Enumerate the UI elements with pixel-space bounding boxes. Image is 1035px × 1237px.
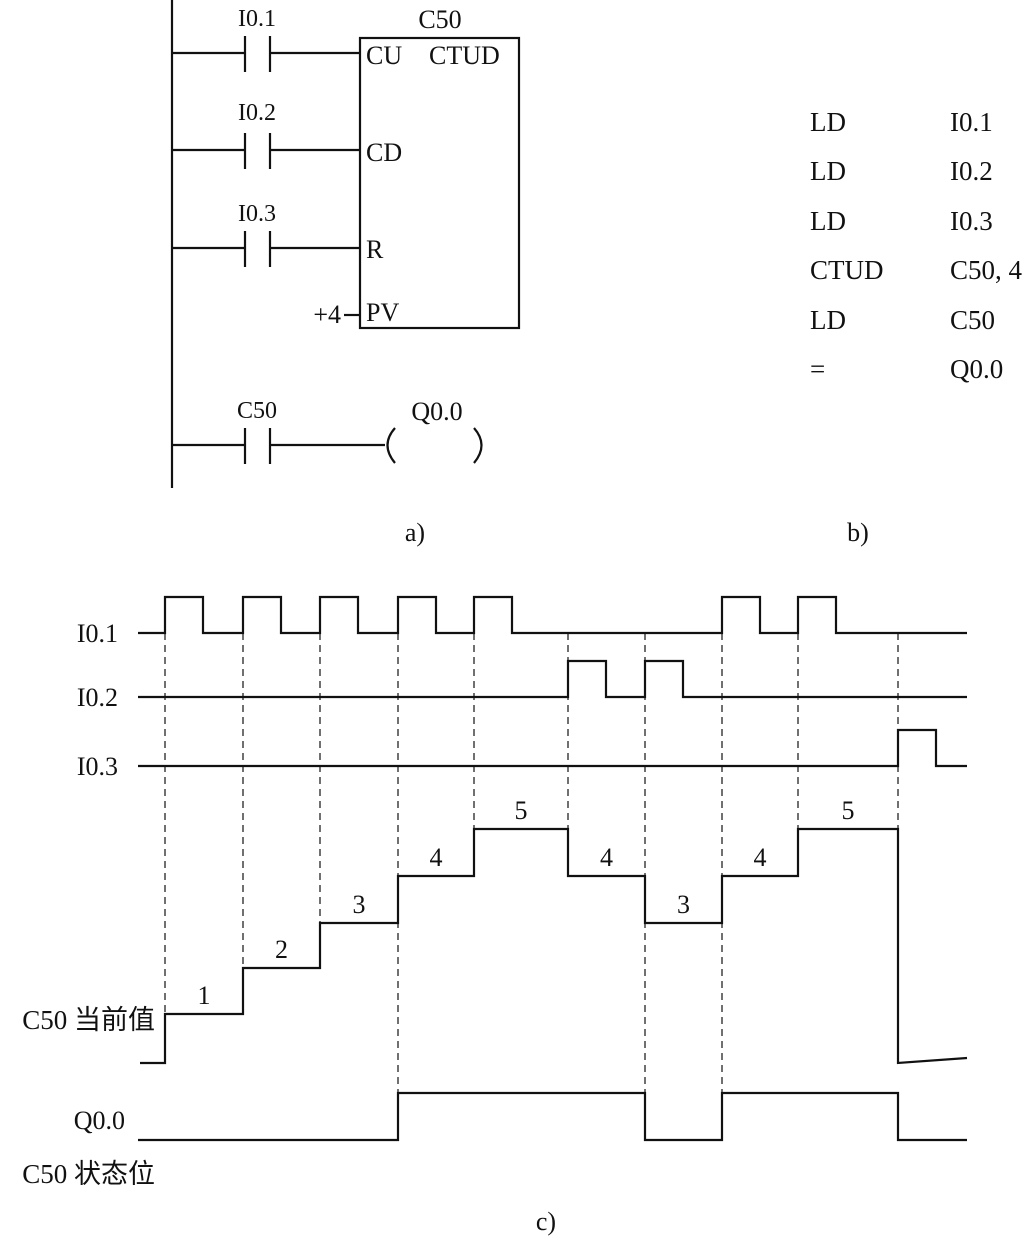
stl-arg: C50 [950, 305, 995, 335]
timing-diagram: I0.1 I0.2 I0.3 C50 当前值 1 2 3 4 5 4 3 4 5 Q0.0 C5… [22, 595, 968, 1236]
timing-guide-lines [164, 633, 899, 1140]
waveform-i0-3 [138, 728, 967, 768]
counter-value-number: 4 [600, 843, 613, 872]
preset-value: +4 [313, 300, 341, 329]
waveform-i0-1 [138, 595, 967, 635]
caption-b: b) [847, 518, 869, 547]
counter-type: CTUD [429, 41, 500, 70]
caption-a: a) [405, 518, 425, 547]
stl-op: LD [810, 107, 846, 137]
caption-c: c) [536, 1207, 556, 1236]
ladder-diagram: I0.1 I0.2 I0.3 C50 CU CTUD CD R PV [170, 0, 521, 547]
stl-arg: I0.2 [950, 156, 993, 186]
stl-arg: I0.3 [950, 206, 993, 236]
counter-value-number: 5 [515, 796, 528, 825]
contact-label: I0.2 [238, 100, 276, 126]
contact-i0-3: I0.3 [172, 201, 360, 267]
waveform-counter-value [140, 827, 968, 1065]
stl-arg: C50, 4 [950, 255, 1023, 285]
stl-op: CTUD [810, 255, 884, 285]
counter-name: C50 [418, 5, 461, 34]
pin-pv: PV [366, 298, 399, 327]
stl-op: LD [810, 156, 846, 186]
counter-value-number: 2 [275, 935, 288, 964]
stl-arg: Q0.0 [950, 354, 1003, 384]
contact-i0-1: I0.1 [172, 6, 360, 72]
signal-label-i0-1: I0.1 [77, 619, 118, 648]
pin-cd: CD [366, 138, 402, 167]
counter-value-number: 4 [430, 843, 443, 872]
output-label: Q0.0 [74, 1106, 125, 1135]
stl-op: = [810, 354, 825, 384]
contact-label: C50 [237, 398, 277, 424]
counter-value-label: C50 当前值 [22, 1005, 155, 1035]
counter-value-number: 5 [842, 796, 855, 825]
counter-box: C50 CU CTUD CD R PV +4 [313, 5, 521, 330]
contact-i0-2: I0.2 [172, 100, 360, 169]
counter-value-number: 3 [353, 890, 366, 919]
coil-label: Q0.0 [411, 397, 462, 426]
counter-value-number: 3 [677, 890, 690, 919]
stl-arg: I0.1 [950, 107, 993, 137]
waveform-q0-0 [138, 1091, 967, 1142]
stl-op: LD [810, 305, 846, 335]
counter-value-number: 4 [754, 843, 767, 872]
contact-label: I0.1 [238, 6, 276, 32]
status-bit-label: C50 状态位 [22, 1159, 155, 1189]
stl-op: LD [810, 206, 846, 236]
contact-label: I0.3 [238, 201, 276, 227]
pin-r: R [366, 235, 384, 264]
signal-label-i0-3: I0.3 [77, 752, 118, 781]
counter-value-number: 1 [198, 981, 211, 1010]
signal-label-i0-2: I0.2 [77, 683, 118, 712]
statement-list: LD I0.1 LD I0.2 LD I0.3 CTUD C50, 4 LD C… [810, 107, 1023, 547]
waveform-i0-2 [138, 659, 967, 699]
counter-value-numbers: 1 2 3 4 5 4 3 4 5 [198, 796, 855, 1010]
pin-cu: CU [366, 41, 402, 70]
coil-q0-0: Q0.0 [386, 397, 483, 464]
contact-c50: C50 [172, 398, 385, 464]
